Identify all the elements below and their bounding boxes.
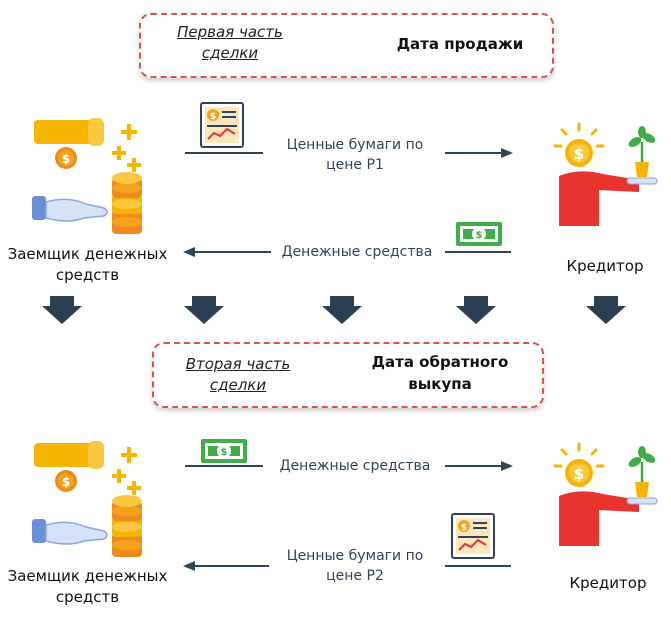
- down-arrow-icon: [456, 296, 496, 324]
- securities-document-icon: $: [200, 102, 244, 148]
- down-arrow-icon: [322, 296, 362, 324]
- securities-document-icon: $: [451, 513, 495, 559]
- lender-person-plant-icon: $: [553, 442, 658, 546]
- borrower-label-top: Заемщик денежных средств: [7, 245, 168, 284]
- cash-flow-bottom-label: Денежные средства: [279, 458, 431, 474]
- hand-coins-icon: $: [32, 118, 142, 234]
- svg-text:$: $: [461, 523, 467, 533]
- cash-flow-top-label: Денежные средства: [281, 244, 433, 260]
- securities-flow-top-label: Ценные бумаги по цене P1: [286, 137, 424, 173]
- first-part-label: Первая часть сделки: [177, 23, 283, 62]
- dollar-banknote-icon: $: [456, 222, 502, 246]
- svg-text:$: $: [574, 465, 584, 483]
- svg-text:$: $: [62, 475, 70, 489]
- lender-label-top: Кредитор: [566, 257, 644, 275]
- svg-text:$: $: [221, 447, 228, 458]
- first-part-date: Дата продажи: [396, 35, 524, 53]
- svg-text:$: $: [62, 152, 70, 166]
- second-part-label: Вторая часть сделки: [185, 355, 291, 394]
- svg-text:$: $: [210, 112, 216, 122]
- securities-flow-bottom-label: Ценные бумаги по цене P2: [286, 548, 424, 584]
- svg-text:$: $: [476, 230, 483, 241]
- securities-arrow-left-bottom: [183, 561, 511, 571]
- securities-arrow-right-top: [185, 148, 513, 158]
- second-part-date: Дата обратного выкупа: [371, 353, 509, 393]
- cash-arrow-right-bottom: [185, 461, 513, 471]
- down-arrow-icon: [586, 296, 626, 324]
- lender-label-bottom: Кредитор: [569, 574, 647, 592]
- down-arrow-icon: [184, 296, 224, 324]
- down-arrow-icon: [42, 296, 82, 324]
- cash-arrow-left-top: [183, 247, 511, 257]
- dollar-banknote-icon: $: [201, 439, 247, 463]
- borrower-label-bottom: Заемщик денежных средств: [7, 567, 168, 606]
- second-part-box: [152, 342, 544, 408]
- svg-text:$: $: [574, 145, 584, 163]
- hand-coins-icon: $: [32, 441, 142, 557]
- first-part-box: [139, 13, 554, 78]
- lender-person-plant-icon: $: [553, 122, 658, 226]
